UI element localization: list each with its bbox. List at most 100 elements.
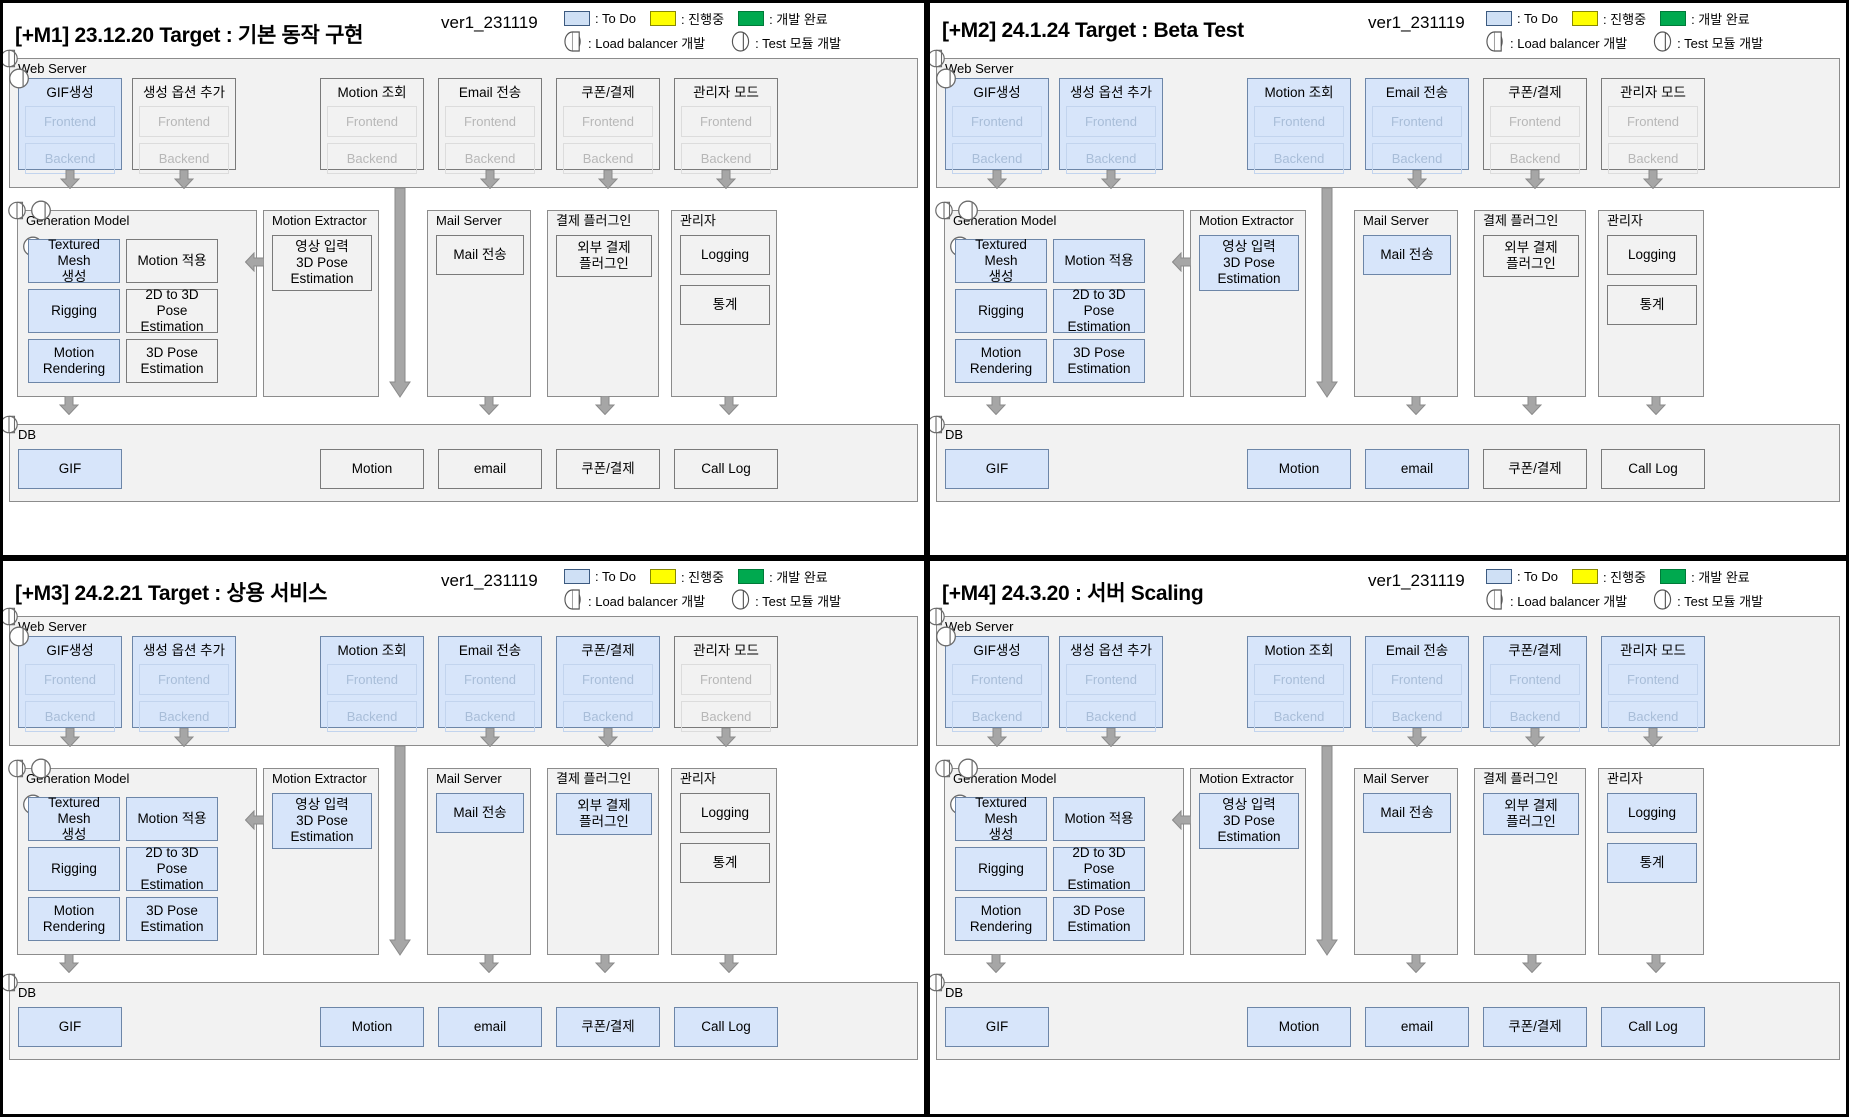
db-box-4[interactable]: 쿠폰/결제 bbox=[1483, 449, 1587, 489]
web-card-sub-backend[interactable]: Backend bbox=[563, 142, 653, 174]
web-card-sub-frontend[interactable]: Frontend bbox=[1254, 105, 1344, 137]
web-card-sub-frontend[interactable]: Frontend bbox=[563, 663, 653, 695]
web-card-sub-backend[interactable]: Backend bbox=[327, 142, 417, 174]
db-box-1[interactable]: GIF bbox=[18, 1007, 122, 1047]
web-card-sub-backend[interactable]: Backend bbox=[681, 700, 771, 732]
web-card-sub-frontend[interactable]: Frontend bbox=[327, 105, 417, 137]
db-box-2[interactable]: Motion bbox=[1247, 1007, 1351, 1047]
gen-box-motion_apply[interactable]: Motion 적용 bbox=[126, 797, 218, 841]
db-box-4[interactable]: 쿠폰/결제 bbox=[556, 449, 660, 489]
db-box-1[interactable]: GIF bbox=[945, 449, 1049, 489]
web-card-sub-frontend[interactable]: Frontend bbox=[1490, 663, 1580, 695]
admin-box-statistics[interactable]: 통계 bbox=[1607, 843, 1697, 883]
gen-box-rigging[interactable]: Rigging bbox=[28, 847, 120, 891]
web-card-sub-backend[interactable]: Backend bbox=[25, 700, 115, 732]
mail-send-box[interactable]: Mail 전송 bbox=[436, 235, 524, 275]
web-card-sub-frontend[interactable]: Frontend bbox=[1372, 663, 1462, 695]
web-card-sub-frontend[interactable]: Frontend bbox=[445, 105, 535, 137]
admin-box-statistics[interactable]: 통계 bbox=[680, 843, 770, 883]
web-card-sub-backend[interactable]: Backend bbox=[139, 700, 229, 732]
web-card-sub-frontend[interactable]: Frontend bbox=[139, 663, 229, 695]
db-box-2[interactable]: Motion bbox=[320, 1007, 424, 1047]
db-box-5[interactable]: Call Log bbox=[1601, 1007, 1705, 1047]
admin-box-statistics[interactable]: 통계 bbox=[680, 285, 770, 325]
web-card-sub-backend[interactable]: Backend bbox=[1254, 700, 1344, 732]
db-box-2[interactable]: Motion bbox=[320, 449, 424, 489]
web-card-sub-backend[interactable]: Backend bbox=[1372, 700, 1462, 732]
mail-send-box[interactable]: Mail 전송 bbox=[436, 793, 524, 833]
gen-box-rigging[interactable]: Rigging bbox=[955, 289, 1047, 333]
web-card-sub-frontend[interactable]: Frontend bbox=[952, 105, 1042, 137]
admin-box-logging[interactable]: Logging bbox=[680, 235, 770, 275]
db-box-3[interactable]: email bbox=[1365, 1007, 1469, 1047]
web-card-sub-backend[interactable]: Backend bbox=[327, 700, 417, 732]
db-box-4[interactable]: 쿠폰/결제 bbox=[1483, 1007, 1587, 1047]
db-box-1[interactable]: GIF bbox=[945, 1007, 1049, 1047]
web-card-sub-backend[interactable]: Backend bbox=[1490, 142, 1580, 174]
web-card-sub-frontend[interactable]: Frontend bbox=[1608, 663, 1698, 695]
admin-box-logging[interactable]: Logging bbox=[680, 793, 770, 833]
admin-box-logging[interactable]: Logging bbox=[1607, 793, 1697, 833]
web-card-sub-frontend[interactable]: Frontend bbox=[445, 663, 535, 695]
gen-box-motion_apply[interactable]: Motion 적용 bbox=[1053, 797, 1145, 841]
db-box-3[interactable]: email bbox=[438, 449, 542, 489]
db-box-3[interactable]: email bbox=[1365, 449, 1469, 489]
web-card-sub-frontend[interactable]: Frontend bbox=[1608, 105, 1698, 137]
web-card-sub-frontend[interactable]: Frontend bbox=[563, 105, 653, 137]
web-card-sub-backend[interactable]: Backend bbox=[1608, 142, 1698, 174]
web-card-sub-backend[interactable]: Backend bbox=[563, 700, 653, 732]
gen-box-rigging[interactable]: Rigging bbox=[28, 289, 120, 333]
db-box-2[interactable]: Motion bbox=[1247, 449, 1351, 489]
web-card-sub-frontend[interactable]: Frontend bbox=[952, 663, 1042, 695]
db-box-3[interactable]: email bbox=[438, 1007, 542, 1047]
web-card-sub-backend[interactable]: Backend bbox=[1372, 142, 1462, 174]
web-card-sub-backend[interactable]: Backend bbox=[139, 142, 229, 174]
web-card-sub-frontend[interactable]: Frontend bbox=[25, 105, 115, 137]
web-card-sub-backend[interactable]: Backend bbox=[681, 142, 771, 174]
web-card-sub-frontend[interactable]: Frontend bbox=[327, 663, 417, 695]
web-card-sub-frontend[interactable]: Frontend bbox=[25, 663, 115, 695]
web-card-sub-backend[interactable]: Backend bbox=[1608, 700, 1698, 732]
admin-box-statistics[interactable]: 통계 bbox=[1607, 285, 1697, 325]
web-card-sub-frontend[interactable]: Frontend bbox=[139, 105, 229, 137]
db-box-5[interactable]: Call Log bbox=[674, 449, 778, 489]
mail-send-box[interactable]: Mail 전송 bbox=[1363, 235, 1451, 275]
web-card-sub-frontend[interactable]: Frontend bbox=[1066, 105, 1156, 137]
web-card-sub-backend[interactable]: Backend bbox=[1490, 700, 1580, 732]
web-card-sub-frontend[interactable]: Frontend bbox=[1490, 105, 1580, 137]
gen-box-rigging[interactable]: Rigging bbox=[955, 847, 1047, 891]
db-box-1[interactable]: GIF bbox=[18, 449, 122, 489]
